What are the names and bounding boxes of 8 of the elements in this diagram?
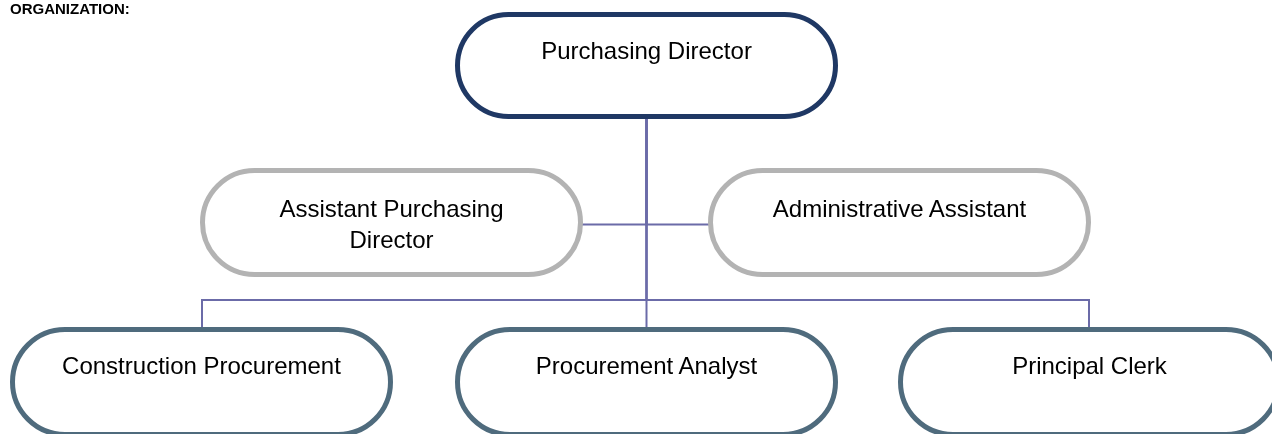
heading: ORGANIZATION:	[10, 0, 130, 17]
box-label: Administrative Assistant	[772, 194, 1027, 224]
rounded-box	[898, 327, 1272, 434]
box-label: Purchasing Director	[541, 36, 752, 66]
box-label: Construction Procurement	[62, 351, 341, 381]
box-label: Principal Clerk	[1012, 351, 1167, 381]
box-label: Assistant Purchasing Director	[278, 194, 505, 255]
box-label: Procurement Analyst	[535, 351, 758, 381]
